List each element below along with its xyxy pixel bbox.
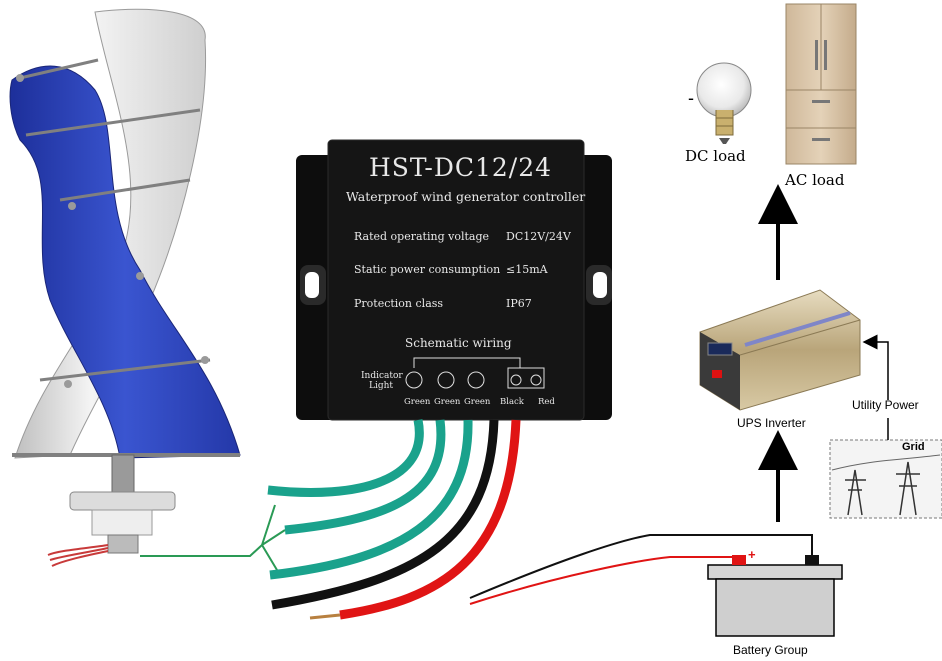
ups-inverter-icon [699,289,861,411]
spec-label-power: Static power consumption [354,263,501,276]
spec-value-power: ≤15mA [506,263,548,276]
terminal-label-green-2: Green [434,397,461,407]
ups-inverter-label: UPS Inverter [737,416,806,430]
wiring-title: Schematic wiring [405,336,512,350]
controller-wires [267,419,813,620]
spec-value-voltage: DC12V/24V [506,230,571,243]
grid-label: Grid [902,441,925,453]
arrow-utility-to-inverter [862,334,889,400]
turbine-blade-blue [9,65,241,459]
utility-power-label: Utility Power [852,398,919,412]
indicator-label-2: Light [369,381,394,391]
controller-box [296,139,612,421]
controller-model: HST-DC12/24 [369,153,553,182]
battery-icon [707,555,843,637]
battery-group-label: Battery Group [733,643,808,657]
turbine-blade-white [14,8,207,459]
flow-arrows [758,184,889,522]
indicator-label-1: Indicator [361,371,403,381]
bulb-minus-sign: - [688,88,694,108]
terminal-label-black: Black [500,397,524,407]
terminal-label-red: Red [538,397,555,407]
ac-load-fridge-icon [785,3,857,165]
dc-load-bulb-icon [696,62,752,144]
battery-plus-sign: + [748,547,756,562]
terminal-label-green-1: Green [404,397,431,407]
dc-load-label: DC load [685,147,746,165]
ac-load-label: AC load [785,171,845,189]
grid-icon [829,439,942,519]
spec-value-protection: IP67 [506,297,532,310]
controller-subtitle: Waterproof wind generator controller [346,189,586,204]
spec-label-protection: Protection class [354,297,444,310]
terminal-label-green-3: Green [464,397,491,407]
wind-turbine [9,8,286,576]
spec-label-voltage: Rated operating voltage [354,230,489,243]
